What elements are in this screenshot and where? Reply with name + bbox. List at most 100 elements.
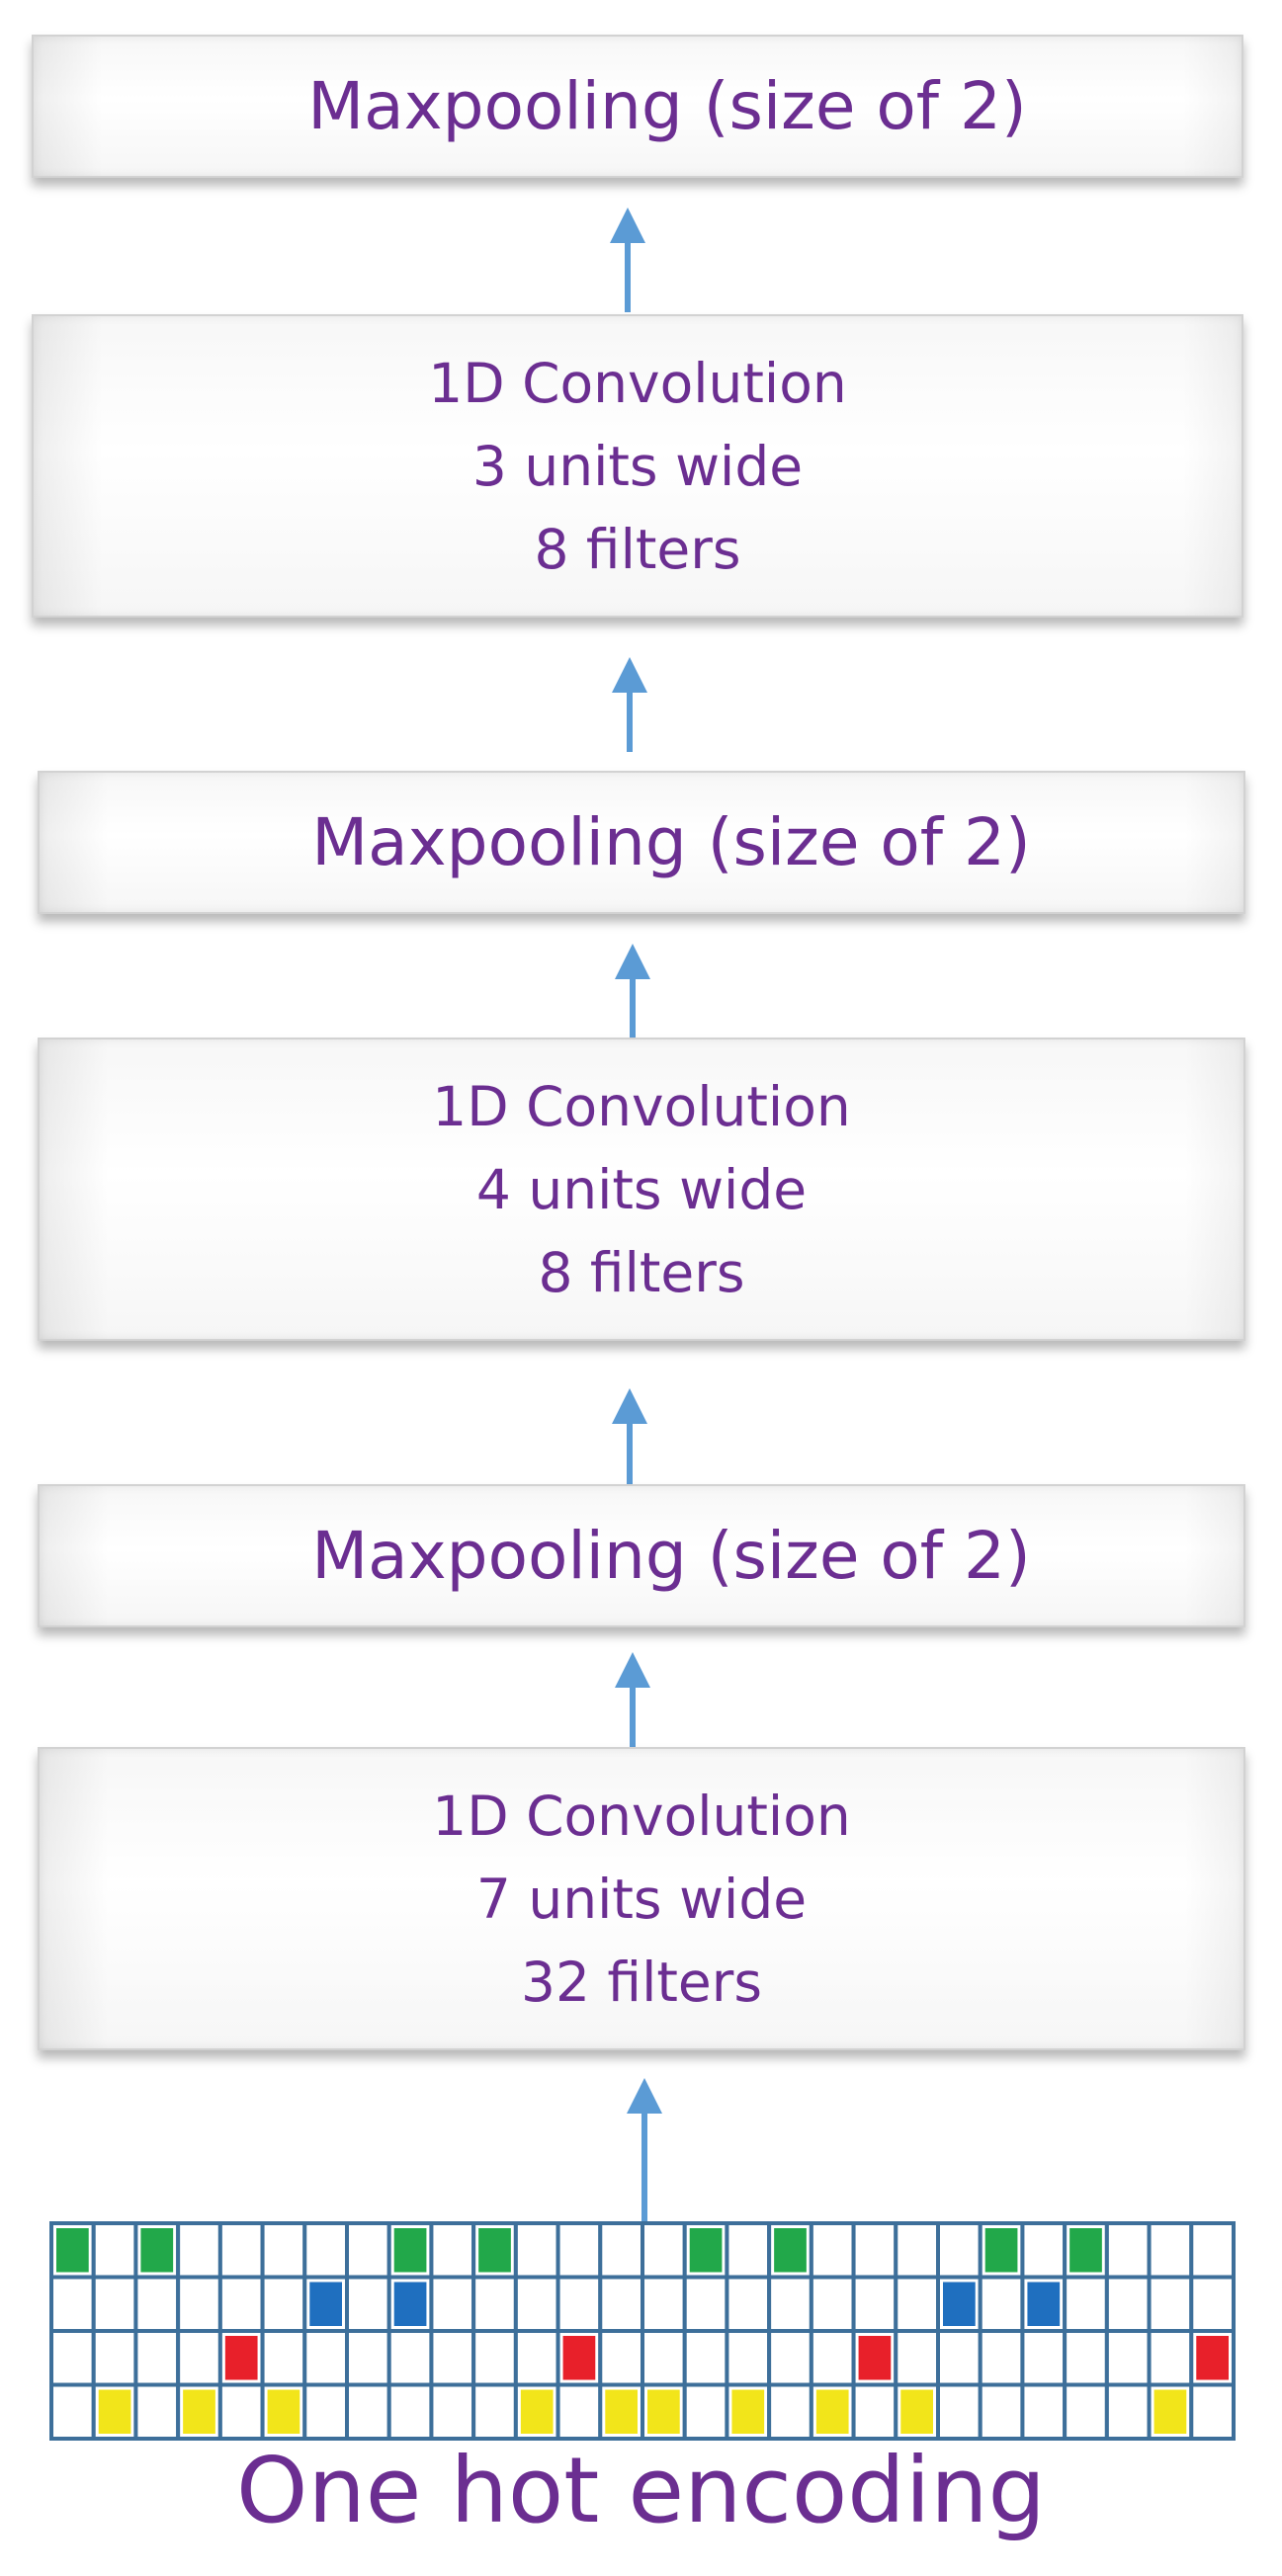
arrow-icon (613, 944, 652, 1039)
grid-cell (725, 2329, 772, 2387)
grid-cell (767, 2275, 813, 2333)
grid-cell (345, 2382, 391, 2441)
grid-cell (345, 2329, 391, 2387)
grid-cell (978, 2275, 1025, 2333)
grid-cell (1147, 2221, 1194, 2280)
grid-cell-fill (393, 2282, 427, 2326)
grid-cell (978, 2329, 1025, 2387)
arrow-icon (610, 657, 649, 752)
arrow-icon (610, 1388, 649, 1513)
grid-cell (513, 2275, 560, 2333)
grid-cell (260, 2221, 307, 2280)
grid-cell (176, 2329, 222, 2387)
grid-cell-fill (267, 2389, 300, 2434)
grid-cell (217, 2275, 265, 2333)
conv-width: 4 units wide (475, 1157, 808, 1221)
grid-cell (1104, 2221, 1152, 2280)
grid-cell (513, 2221, 560, 2280)
grid-cell (1020, 2329, 1068, 2387)
grid-cell-fill (309, 2282, 342, 2326)
grid-cell (809, 2221, 856, 2280)
grid-cell (133, 2329, 181, 2387)
maxpool-layer-low: Maxpooling (size of 2) (38, 1484, 1245, 1627)
grid-cell (598, 2221, 644, 2280)
grid-cell (91, 2221, 138, 2280)
grid-cell (302, 2329, 349, 2387)
grid-cell (767, 2382, 813, 2441)
grid-cell (471, 2275, 518, 2333)
grid-cell (556, 2275, 603, 2333)
arrow-icon (613, 1652, 652, 1747)
grid-cell (49, 2329, 96, 2387)
grid-cell-fill (1196, 2336, 1229, 2380)
grid-cell (1104, 2382, 1152, 2441)
maxpool-label-top: Maxpooling (size of 2) (307, 67, 1027, 144)
maxpool-label-mid: Maxpooling (size of 2) (311, 803, 1031, 880)
grid-cell-fill (943, 2282, 976, 2326)
grid-cell-fill (478, 2228, 511, 2273)
grid-cell (851, 2275, 898, 2333)
grid-cell (302, 2382, 349, 2441)
grid-cell (217, 2382, 265, 2441)
grid-cell (725, 2275, 772, 2333)
grid-cell (91, 2275, 138, 2333)
grid-cell-fill (815, 2389, 849, 2434)
grid-cell-fill (56, 2228, 89, 2273)
grid-cell (641, 2329, 687, 2387)
grid-cell (936, 2329, 983, 2387)
grid-cell-fill (647, 2389, 680, 2434)
grid-cell (682, 2275, 729, 2333)
grid-cell (1189, 2382, 1236, 2441)
grid-cell (133, 2382, 181, 2441)
grid-cell-fill (183, 2389, 215, 2434)
grid-cell (936, 2382, 983, 2441)
conv-layer-3: 1D Convolution 3 units wide 8 filters (32, 314, 1243, 618)
conv-title: 1D Convolution (432, 1074, 851, 1138)
grid-cell (894, 2221, 940, 2280)
grid-cell (429, 2275, 476, 2333)
grid-cell (851, 2382, 898, 2441)
maxpool-layer-top: Maxpooling (size of 2) (32, 35, 1243, 178)
conv-width: 3 units wide (471, 434, 804, 498)
grid-cell (682, 2329, 729, 2387)
grid-cell (894, 2275, 940, 2333)
grid-cell-fill (1027, 2282, 1061, 2326)
grid-cell (133, 2275, 181, 2333)
arrow-icon (625, 2078, 664, 2237)
grid-cell (176, 2275, 222, 2333)
maxpool-layer-mid: Maxpooling (size of 2) (38, 771, 1245, 914)
grid-cell (429, 2329, 476, 2387)
grid-cell (598, 2275, 644, 2333)
grid-cell (429, 2382, 476, 2441)
grid-cell (1020, 2221, 1068, 2280)
grid-cell (1147, 2329, 1194, 2387)
grid-cell-fill (520, 2389, 554, 2434)
grid-cell-fill (98, 2389, 131, 2434)
conv-layer-2: 1D Convolution 4 units wide 8 filters (38, 1038, 1245, 1341)
conv-layer-1: 1D Convolution 7 units wide 32 filters (38, 1747, 1245, 2050)
grid-cell (49, 2275, 96, 2333)
grid-cell (345, 2275, 391, 2333)
conv-filters: 8 filters (534, 517, 741, 581)
grid-cell (1063, 2382, 1109, 2441)
grid-cell (217, 2221, 265, 2280)
grid-cell (725, 2221, 772, 2280)
grid-cell (386, 2329, 434, 2387)
grid-cell (1189, 2275, 1236, 2333)
grid-cell (556, 2221, 603, 2280)
conv-title: 1D Convolution (428, 351, 847, 415)
grid-cell (556, 2382, 603, 2441)
grid-cell (1020, 2382, 1068, 2441)
grid-cell-fill (900, 2389, 933, 2434)
grid-cell (978, 2382, 1025, 2441)
grid-cell (91, 2329, 138, 2387)
conv-title: 1D Convolution (432, 1784, 851, 1848)
grid-cell (1104, 2329, 1152, 2387)
grid-cell-fill (984, 2228, 1018, 2273)
maxpool-label-low: Maxpooling (size of 2) (311, 1517, 1031, 1594)
grid-cell (1063, 2275, 1109, 2333)
grid-cell (809, 2275, 856, 2333)
grid-cell (641, 2275, 687, 2333)
grid-cell (471, 2382, 518, 2441)
grid-cell (260, 2329, 307, 2387)
